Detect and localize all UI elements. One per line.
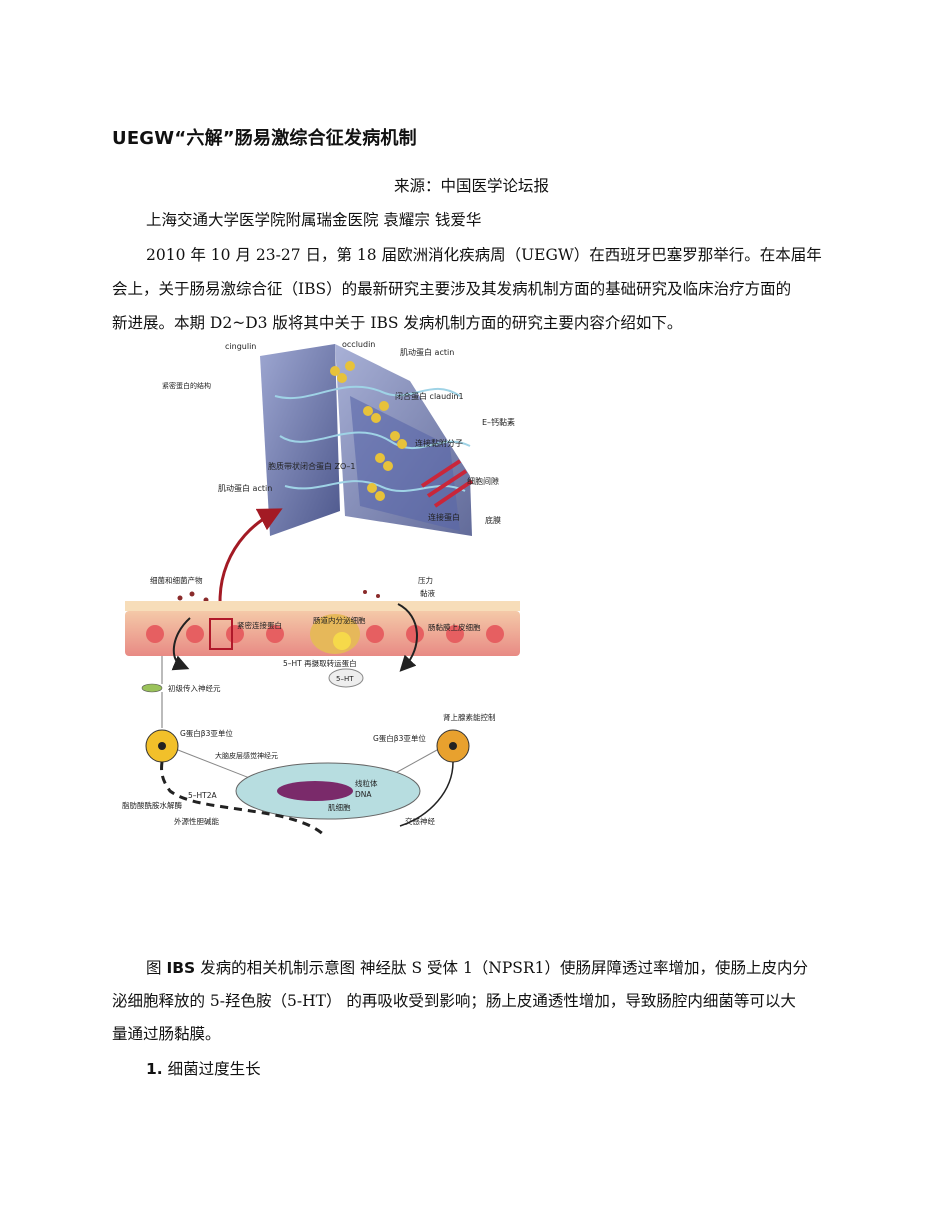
label-fatty: 脂肪酸酰胺水解酶: [122, 800, 182, 810]
label-epithelial: 肠黏膜上皮细胞: [428, 622, 481, 632]
label-top-left-note: 紧密蛋白的结构: [162, 381, 211, 390]
authors-line: 上海交通大学医学院附属瑞金医院 袁耀宗 钱爱华: [146, 211, 482, 229]
label-g-beta3-left: G蛋白β3亚单位: [180, 728, 233, 738]
label-cingulin: cingulin: [225, 342, 256, 351]
source-line: 来源：中国医学论坛报: [394, 177, 550, 195]
black-arrow-right-icon: [397, 603, 418, 672]
label-cholinergic: 外源性胆碱能: [174, 816, 219, 826]
label-basement: 底膜: [485, 515, 501, 525]
label-sympathetic: 交感神经: [405, 816, 435, 826]
label-5ht: 5–HT: [336, 675, 354, 683]
label-dna: DNA: [355, 790, 372, 799]
label-actin-top: 肌动蛋白 actin: [400, 347, 454, 357]
label-cadherin: E–钙黏素: [482, 417, 515, 427]
label-claudin: 闭合蛋白 claudin1: [395, 391, 464, 401]
label-occludin: occludin: [342, 340, 375, 349]
label-tight-junction: 紧密连接蛋白: [237, 620, 282, 630]
label-mitochondria: 线粒体: [355, 778, 378, 788]
figure-caption-line-1: 图 IBS 发病的相关机制示意图 神经肽 S 受体 1（NPSR1）使肠屏障透过…: [146, 958, 808, 978]
neural-diagram: 初级传入神经元 G蛋白β3亚单位 肾上腺素能控制 G蛋白β3亚单位 大脑皮层感觉…: [122, 656, 496, 838]
caption-prefix: 图: [146, 959, 167, 977]
section-title: 细菌过度生长: [162, 1060, 261, 1078]
label-intercellular: 细胞间隙: [467, 476, 499, 486]
label-actin-left: 肌动蛋白 actin: [218, 483, 272, 493]
intro-line-3: 新进展。本期 D2~D3 版将其中关于 IBS 发病机制方面的研究主要内容介绍如…: [112, 314, 683, 332]
label-adhesion: 连接黏附分子: [415, 438, 463, 448]
label-zo1: 胞质带状闭合蛋白 ZO–1: [268, 461, 355, 471]
caption-bold-term: IBS: [166, 959, 196, 977]
label-g-beta3-right: G蛋白β3亚单位: [373, 733, 426, 743]
section-number: 1.: [146, 1060, 163, 1078]
black-arrow-left-icon: [171, 617, 191, 671]
label-adrenergic: 肾上腺素能控制: [443, 712, 496, 722]
label-connexin: 连接蛋白: [428, 512, 460, 522]
figure-caption-line-3: 量通过肠黏膜。: [112, 1025, 221, 1043]
label-bacteria: 细菌和细菌产物: [150, 575, 203, 585]
figure-caption-line-2: 泌细胞释放的 5-羟色胺（5-HT） 的再吸收受到影响；肠上皮通透性增加，导致肠…: [112, 992, 796, 1010]
label-afferent: 初级传入神经元: [168, 683, 221, 693]
epithelium-band: 细菌和细菌产物 压力 黏液 紧密连接蛋白 肠道内分泌细胞: [125, 575, 520, 688]
document-title: UEGW“六解”肠易激综合征发病机制: [112, 128, 417, 149]
tight-junction-diagram: 紧密蛋白的结构 cingulin occludin 肌动蛋白 actin 闭合蛋…: [162, 340, 515, 536]
intro-line-1: 2010 年 10 月 23-27 日，第 18 届欧洲消化疾病周（UEGW）在…: [146, 246, 822, 264]
label-muscle: 肌细胞: [328, 802, 351, 812]
label-ec-cell: 肠道内分泌细胞: [313, 615, 366, 625]
intro-line-2: 会上，关于肠易激综合征（IBS）的最新研究主要涉及其发病机制方面的基础研究及临床…: [112, 280, 792, 298]
label-5ht2a: 5–HT2A: [188, 791, 218, 800]
label-primary-nerve: 大脑皮层感觉神经元: [215, 751, 278, 760]
label-reuptake: 5–HT 再摄取转运蛋白: [283, 658, 357, 668]
ibs-mechanism-figure: 紧密蛋白的结构 cingulin occludin 肌动蛋白 actin 闭合蛋…: [110, 336, 535, 846]
caption-line1-rest: 发病的相关机制示意图 神经肽 S 受体 1（NPSR1）使肠屏障透过率增加，使肠…: [195, 959, 808, 977]
section-heading-1: 1. 细菌过度生长: [146, 1059, 261, 1079]
label-mucus: 黏液: [420, 588, 435, 598]
label-stress: 压力: [418, 575, 433, 585]
